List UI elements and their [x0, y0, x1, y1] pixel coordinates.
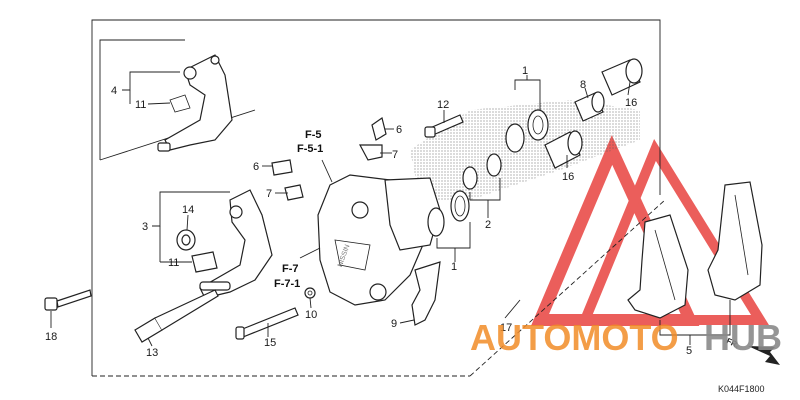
leader-lines — [50, 71, 731, 347]
cap-part7-lower — [284, 184, 304, 201]
callout-8: 8 — [580, 79, 586, 91]
pin-part8 — [574, 91, 605, 122]
ref-f5: F-5 — [305, 129, 322, 141]
bolt-part15 — [235, 307, 299, 340]
cap-part7-upper — [359, 144, 383, 161]
callout-7-lower: 7 — [266, 188, 272, 200]
bracket-part3 — [199, 189, 273, 299]
bleeder-part6-upper — [371, 117, 387, 141]
callout-18: 18 — [45, 331, 57, 343]
diagram-code: K044F1800 — [718, 384, 765, 394]
bracket-inset-part4 — [157, 54, 233, 152]
piston-seals-mid — [462, 153, 502, 190]
callout-6-lower: 6 — [253, 161, 259, 173]
brake-pad-rear — [707, 181, 763, 301]
assembly-outline — [91, 19, 661, 376]
pad-spring-part9 — [411, 261, 441, 326]
brake-pad-front — [627, 214, 689, 319]
watermark-text-orange: AUTOMOTO — [470, 317, 679, 358]
assembly-outline-dash-diag — [469, 199, 666, 377]
callout-5: 5 — [686, 345, 692, 357]
callout-1-lower: 1 — [451, 261, 457, 273]
callout-2: 2 — [485, 219, 491, 231]
callout-16-upper: 16 — [625, 97, 637, 109]
bolt-part18 — [44, 289, 92, 311]
rubber-boot-part14 — [176, 229, 196, 251]
ref-f5-1: F-5-1 — [297, 143, 323, 155]
callout-10: 10 — [305, 309, 317, 321]
callout-12: 12 — [437, 99, 449, 111]
piston-part16-upper — [601, 58, 643, 96]
piston-part16-lower — [544, 130, 583, 169]
clip-part11-lower — [191, 251, 218, 273]
pin-part12 — [424, 114, 464, 138]
callout-11-upper: 11 — [135, 99, 146, 111]
callout-7-upper: 7 — [392, 149, 398, 161]
washer-part10 — [304, 287, 316, 299]
piston-seals-lower — [427, 190, 470, 237]
callout-15: 15 — [264, 337, 276, 349]
callout-17: 17 — [500, 322, 512, 334]
callout-11-lower: 11 — [168, 257, 179, 269]
exploded-shading — [410, 100, 640, 200]
callout-14: 14 — [182, 204, 194, 216]
watermark-text-gray: HUB — [704, 317, 782, 358]
ref-f7: F-7 — [282, 263, 299, 275]
piston-seals-upper — [505, 109, 549, 153]
callout-6-upper: 6 — [396, 124, 402, 136]
callout-1-upper: 1 — [522, 65, 528, 77]
bolt-part13 — [134, 289, 219, 343]
callout-9: 9 — [391, 318, 397, 330]
ref-f7-1: F-7-1 — [274, 278, 300, 290]
caliper-inner-half — [384, 177, 441, 251]
callout-13: 13 — [146, 347, 158, 359]
callout-16-lower: 16 — [562, 171, 574, 183]
watermark-automotohub: AUTOMOTO HUB — [470, 317, 782, 358]
callout-4: 4 — [111, 85, 117, 97]
callout-3: 3 — [142, 221, 148, 233]
bleeder-part6-lower — [271, 159, 293, 176]
inset-box-outline — [99, 39, 185, 160]
